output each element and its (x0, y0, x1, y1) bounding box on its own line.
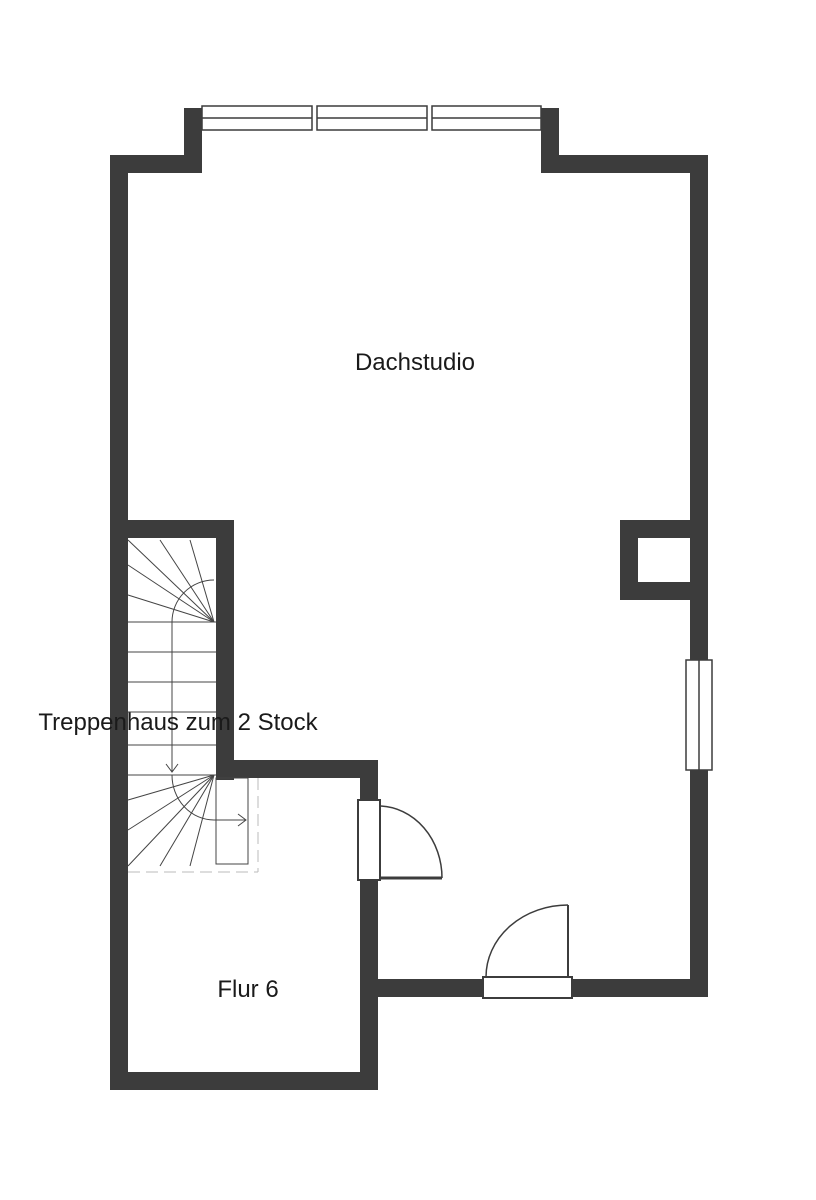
wall-bottom-studio-left (360, 979, 484, 997)
top-windows (201, 105, 542, 131)
wall-right-lower (690, 770, 708, 997)
walls (110, 108, 708, 1090)
shaft-top (620, 520, 708, 538)
wall-top-left (110, 155, 200, 173)
stair-wall-top (110, 520, 234, 538)
door-studio-bottom (482, 904, 573, 999)
door-swing-bottom (485, 904, 569, 978)
room-label-treppenhaus: Treppenhaus zum 2 Stock (38, 709, 318, 736)
stair-wall-right (216, 520, 234, 780)
wall-bay-left (184, 108, 202, 173)
room-label-dachstudio: Dachstudio (354, 349, 476, 376)
flur-wall-right-upper (360, 760, 378, 802)
wall-bottom-studio-right (571, 979, 708, 997)
flur-wall-top (216, 760, 378, 778)
door-frame-flur (357, 799, 381, 881)
room-label-flur: Flur 6 (217, 976, 279, 1003)
wall-bay-right (541, 108, 559, 173)
shaft-bottom (620, 582, 708, 600)
staircase (127, 539, 259, 873)
wall-bottom (110, 1072, 378, 1090)
door-flur-studio (357, 799, 443, 881)
flur-wall-right-lower (360, 880, 378, 1090)
right-window (685, 659, 713, 771)
door-frame-bottom (482, 976, 573, 999)
wall-top-right (541, 155, 708, 173)
wall-left (110, 155, 128, 1090)
door-swing-flur (379, 805, 443, 879)
shaft-left (620, 520, 638, 600)
